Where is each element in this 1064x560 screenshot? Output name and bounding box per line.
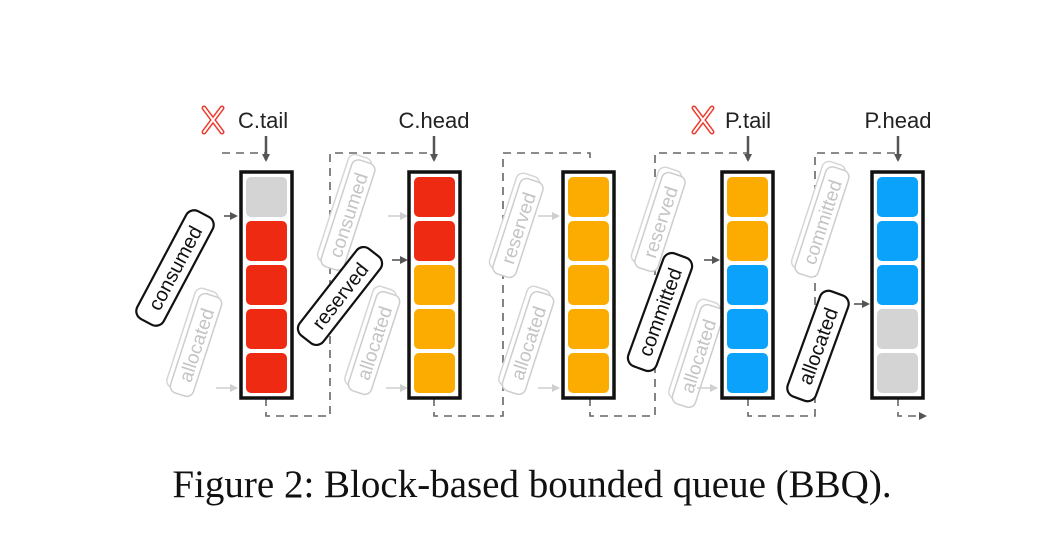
ghost-reserved-1: reserved (488, 172, 544, 279)
queue-blocks (239, 170, 925, 400)
entry-reserved (727, 221, 768, 261)
entry-empty (246, 177, 287, 217)
entry-empty (877, 353, 918, 393)
entry-reserved (568, 177, 609, 217)
queue-block-4 (720, 170, 775, 400)
queue-block-3 (561, 170, 616, 400)
entry-consumed (246, 221, 287, 261)
queue-block-5 (870, 170, 925, 400)
entry-consumed (414, 177, 455, 217)
pointer-c-tail: C.tail (238, 108, 288, 133)
entry-consumed (246, 265, 287, 305)
entry-reserved (568, 353, 609, 393)
ghost-reserved-2: reserved (630, 166, 686, 273)
pointer-p-tail: P.tail (725, 108, 771, 133)
entry-consumed (246, 309, 287, 349)
bbq-diagram: allocated consumed allocated reserved al (135, 105, 932, 420)
invalid-mark-icon (691, 105, 715, 135)
figure-caption: Figure 2: Block-based bounded queue (BBQ… (172, 463, 892, 506)
entry-reserved (414, 265, 455, 305)
entry-reserved (568, 309, 609, 349)
entry-committed (877, 221, 918, 261)
pointer-arrows (262, 136, 902, 162)
entry-reserved (414, 309, 455, 349)
entry-committed (877, 265, 918, 305)
entry-committed (727, 309, 768, 349)
block-chain-connectors (222, 152, 927, 420)
entry-committed (727, 353, 768, 393)
ghost-allocated-3: allocated (498, 285, 555, 396)
pointer-c-head: C.head (399, 108, 470, 133)
entry-consumed (414, 221, 455, 261)
invalid-mark-icon (201, 105, 225, 135)
entry-reserved (568, 265, 609, 305)
pointer-labels: C.tail C.head P.tail P.head (201, 105, 932, 162)
ghost-labels: allocated consumed allocated reserved al (166, 153, 850, 409)
queue-block-1 (239, 170, 294, 400)
entry-consumed (246, 353, 287, 393)
entry-reserved (568, 221, 609, 261)
entry-committed (727, 265, 768, 305)
entry-reserved (727, 177, 768, 217)
entry-committed (877, 177, 918, 217)
cursor-allocated: allocated (786, 289, 850, 403)
queue-block-2 (407, 170, 462, 400)
entry-reserved (414, 353, 455, 393)
ghost-committed: committed (790, 160, 850, 278)
entry-empty (877, 309, 918, 349)
pointer-p-head: P.head (865, 108, 932, 133)
